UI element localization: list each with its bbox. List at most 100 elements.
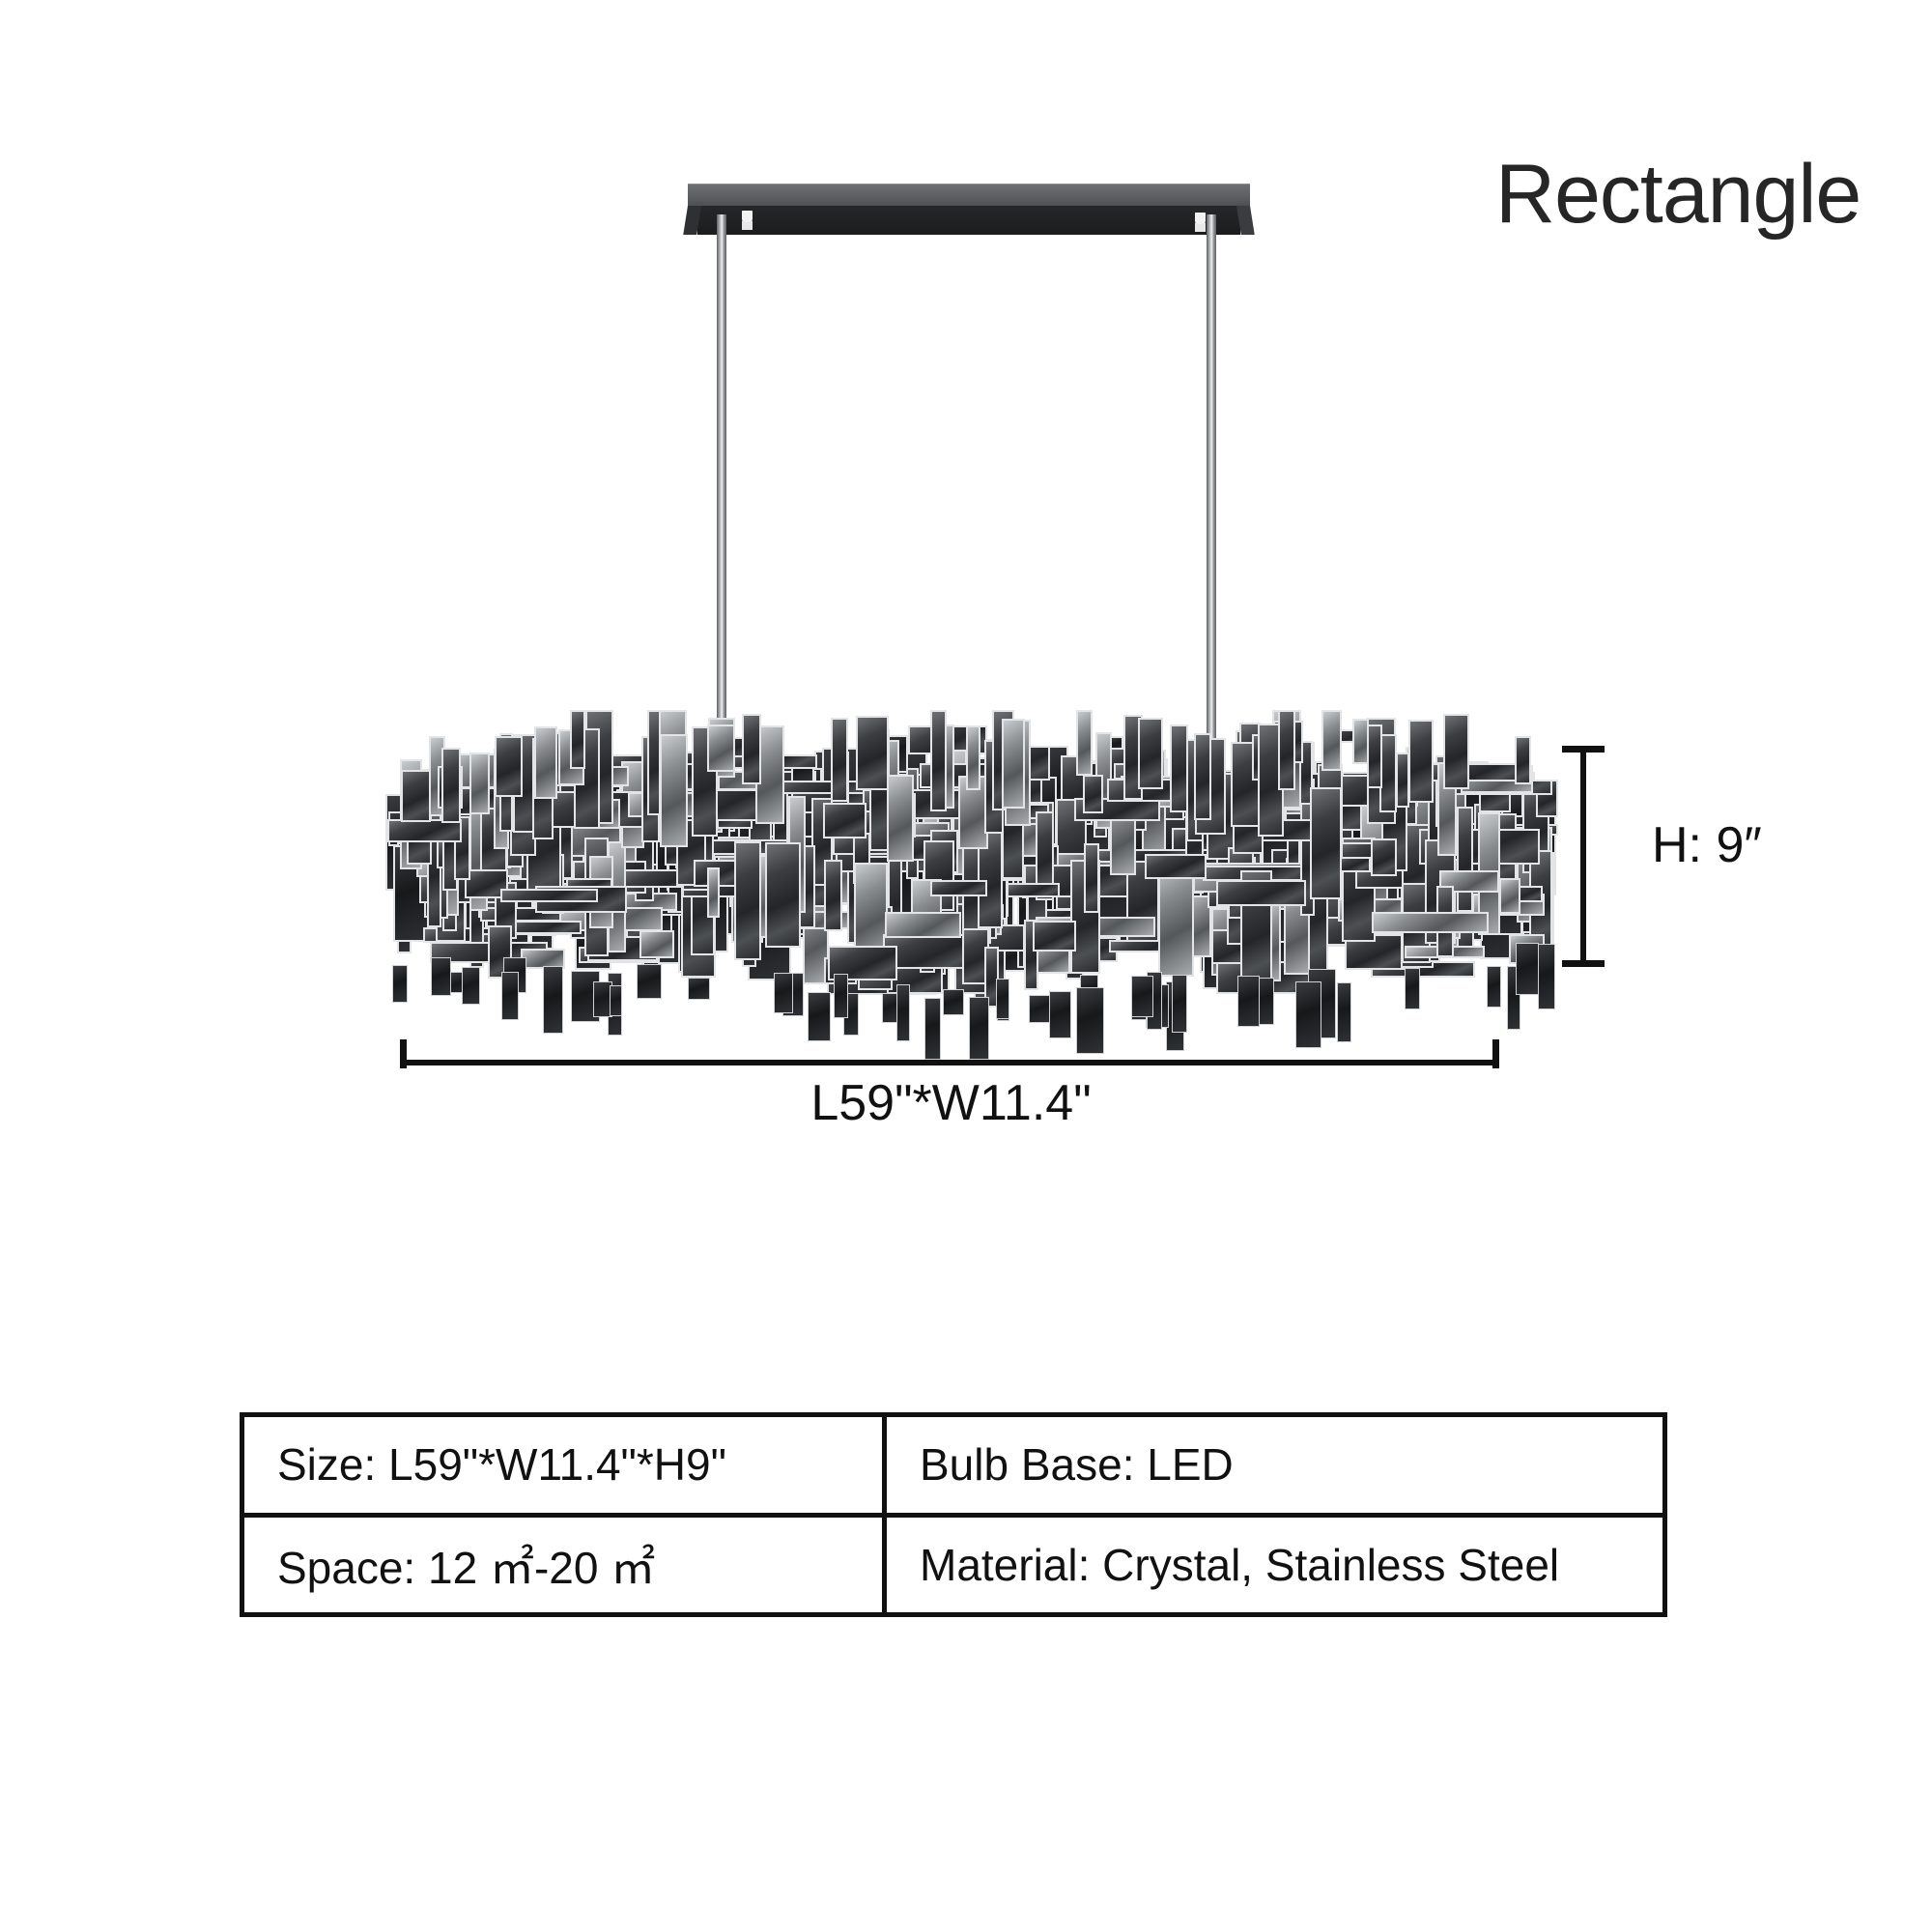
crystal-block xyxy=(942,988,965,1015)
crystal-block xyxy=(687,977,710,1000)
canopy-plate-top xyxy=(688,184,1250,208)
crystal-block xyxy=(1169,724,1189,812)
crystal-block xyxy=(1514,735,1532,785)
crystal-block xyxy=(1277,710,1296,790)
crystal-block xyxy=(440,748,461,824)
canopy-screw-icon xyxy=(742,211,753,230)
crystal-block xyxy=(884,911,961,939)
crystal-block xyxy=(1002,719,1025,809)
suspension-rod-left xyxy=(717,214,726,742)
crystal-block xyxy=(742,714,762,784)
crystal-block xyxy=(1215,879,1306,907)
crystal-block xyxy=(1371,838,1398,876)
crystal-block xyxy=(431,956,451,997)
crystal-block xyxy=(636,964,663,999)
crystal-block xyxy=(461,967,481,1005)
crystal-block xyxy=(501,971,519,1021)
crystal-block xyxy=(823,859,843,931)
spec-cell-space: Space: 12 ㎡-20 ㎡ xyxy=(277,1542,656,1593)
crystal-block xyxy=(1131,976,1154,1017)
crystal-block xyxy=(1033,921,1076,952)
crystal-block xyxy=(691,726,718,838)
crystal-block xyxy=(1499,878,1520,914)
height-dimension-label: H: 9″ xyxy=(1652,817,1762,873)
crystal-block xyxy=(499,889,599,903)
crystal-block xyxy=(1036,810,1055,900)
crystal-block xyxy=(646,710,661,816)
specification-table: Size: L59"*W11.4"*H9" Bulb Base: LED Spa… xyxy=(240,1412,1667,1617)
crystal-block xyxy=(1487,965,1502,1009)
height-dimension-cap-bottom xyxy=(1562,960,1605,967)
crystal-block xyxy=(1404,968,1420,1009)
crystal-block xyxy=(887,775,914,863)
crystal-block xyxy=(469,753,491,814)
crystal-block xyxy=(930,710,947,812)
crystal-block xyxy=(895,983,911,1041)
crystal-block xyxy=(834,973,849,1019)
crystal-block xyxy=(1083,775,1104,814)
crystal-block xyxy=(1337,982,1351,1043)
spec-cell-bulb-base: Bulb Base: LED xyxy=(882,1417,1662,1513)
crystal-block xyxy=(966,724,980,791)
crystal-block xyxy=(995,978,1009,1020)
crystal-block xyxy=(391,964,408,1003)
table-row: Space: 12 ㎡-20 ㎡ Material: Crystal, Stai… xyxy=(244,1512,1662,1612)
crystal-block xyxy=(1407,720,1434,804)
length-dimension-cap-left xyxy=(400,1039,407,1068)
crystal-block xyxy=(823,803,867,839)
crystal-block xyxy=(706,724,736,772)
crystal-block xyxy=(1145,854,1208,879)
crystal-block xyxy=(831,717,849,802)
crystal-block xyxy=(1007,882,1061,897)
crystal-block xyxy=(533,725,557,800)
crystal-block xyxy=(1076,710,1093,776)
crystal-block xyxy=(984,947,1000,1008)
crystal-block xyxy=(1372,912,1489,933)
spec-cell-material: Material: Crystal, Stainless Steel xyxy=(882,1517,1662,1612)
crystal-block xyxy=(639,929,675,958)
crystal-block xyxy=(495,735,524,798)
crystal-block xyxy=(543,966,563,1035)
page-title: Rectangle xyxy=(1495,148,1861,241)
crystal-block xyxy=(1237,976,1261,1028)
length-dimension-cap-right xyxy=(1492,1039,1499,1068)
canopy-screw-icon xyxy=(1195,213,1206,232)
crystal-block xyxy=(707,867,721,919)
crystal-block xyxy=(929,879,988,897)
crystal-block xyxy=(1310,786,1343,899)
crystal-block xyxy=(610,985,623,1016)
crystal-block xyxy=(1515,942,1539,996)
crystal-block xyxy=(505,920,582,935)
crystal-block xyxy=(660,734,689,847)
crystal-block xyxy=(856,716,890,791)
crystal-block xyxy=(734,841,761,960)
crystal-block xyxy=(1049,991,1071,1038)
crystal-block xyxy=(773,973,794,1013)
length-dimension-label: L59"*W11.4" xyxy=(810,1075,1092,1131)
crystal-block xyxy=(1321,710,1343,772)
crystal-block xyxy=(1138,717,1164,790)
crystal-block xyxy=(1084,843,1099,913)
length-dimension-line xyxy=(405,1060,1497,1065)
crystal-shade xyxy=(384,710,1559,1061)
canopy-plate-body xyxy=(697,206,1240,235)
crystal-block xyxy=(1295,980,1322,1048)
crystal-block xyxy=(1194,733,1211,821)
chandelier-illustration xyxy=(384,184,1559,1061)
height-dimension-cap-top xyxy=(1562,746,1605,753)
crystal-block xyxy=(1538,943,1555,1010)
suspension-rod-right xyxy=(1207,214,1216,742)
crystal-block xyxy=(1395,752,1410,809)
crystal-block xyxy=(853,862,889,961)
crystal-block xyxy=(765,841,802,948)
crystal-block xyxy=(569,710,586,770)
crystal-block xyxy=(968,996,990,1061)
crystal-block xyxy=(401,769,431,822)
crystal-block xyxy=(1367,724,1382,788)
crystal-block xyxy=(1075,987,1104,1055)
spec-cell-size: Size: L59"*W11.4"*H9" xyxy=(277,1439,726,1491)
crystal-block xyxy=(924,998,941,1061)
crystal-block xyxy=(1443,713,1469,790)
crystal-block xyxy=(881,993,898,1023)
crystal-block xyxy=(1438,869,1499,893)
